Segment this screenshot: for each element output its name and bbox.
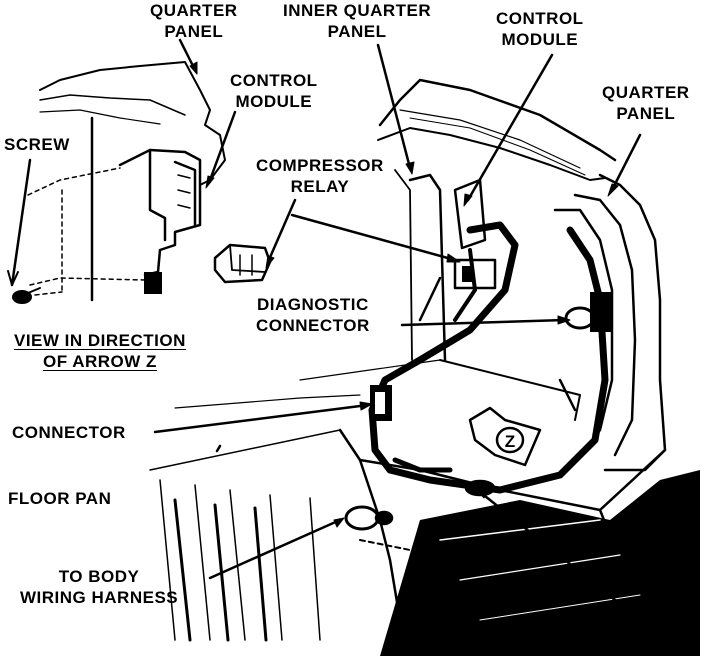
connector-label: CONNECTOR: [12, 423, 126, 442]
screw-label: SCREW: [4, 135, 70, 154]
control-module-inset-leader: [208, 110, 237, 182]
inset-view: [7, 38, 297, 304]
diagnostic-connector-graphic: [564, 292, 612, 332]
leader-lines: [153, 43, 642, 614]
diagnostic-connector-label: DIAGNOSTIC CONNECTOR: [256, 295, 370, 335]
inset-quarter-panel: [39, 61, 226, 186]
control-module-top-label: CONTROL MODULE: [496, 9, 584, 49]
harness-grommet: [344, 505, 411, 551]
to-body-wiring-harness-label: TO BODY WIRING HARNESS: [20, 567, 179, 607]
compressor-relay-graphic: [213, 243, 272, 284]
connector-graphic: [370, 385, 392, 421]
view-direction-caption: VIEW IN DIRECTION OF ARROW Z: [14, 331, 186, 371]
inner-quarter-panel-label: INNER QUARTER PANEL: [283, 1, 432, 41]
wiring-harness: [368, 221, 609, 494]
screw-leader: [10, 158, 32, 287]
arrowheads: [333, 161, 619, 528]
compressor-relay-label: COMPRESSOR RELAY: [256, 156, 384, 196]
inset-control-module: [118, 148, 202, 294]
clip-label: CLIP: [636, 605, 677, 624]
screw-graphic: [12, 287, 41, 304]
arrow-z-label: Z: [505, 432, 515, 451]
control-module-inset-label: CONTROL MODULE: [230, 71, 318, 111]
floor-pan-label: FLOOR PAN: [8, 489, 112, 508]
quarter-panel-right-label: QUARTER PANEL: [602, 83, 690, 123]
control-module-graphic: [453, 178, 497, 290]
quarter-panel-top-label: QUARTER PANEL: [150, 1, 238, 41]
main-body: [149, 78, 700, 656]
arrow-z-graphic: [468, 406, 542, 467]
compressor-relay-leader: [266, 198, 297, 264]
bumper-shadow: [380, 470, 700, 656]
